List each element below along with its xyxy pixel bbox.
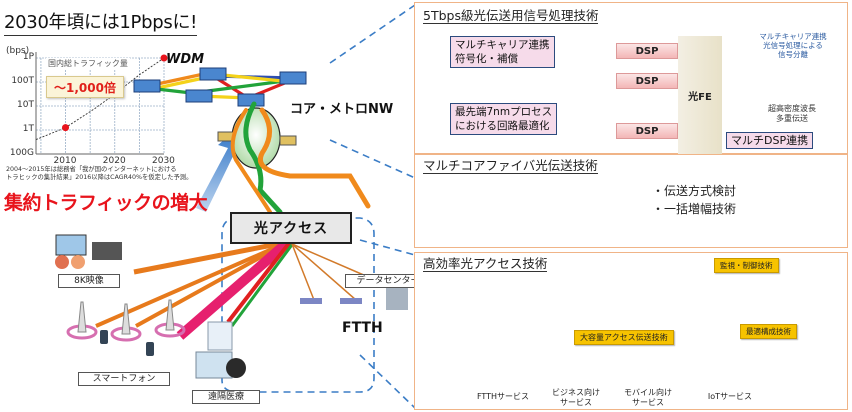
service-label: サービス xyxy=(632,398,664,407)
y-tick-label: 100T xyxy=(11,76,34,86)
caption-line: 信号分離 xyxy=(778,50,808,59)
service-label: IoTサービス xyxy=(707,392,753,401)
callout-line: における回路最適化 xyxy=(455,120,550,132)
panel-mcf-title: マルチコアファイバ光伝送技術 xyxy=(423,158,598,174)
traffic-growth-heading: 集約トラフィックの増大 xyxy=(4,192,208,214)
chart-highlight-point xyxy=(160,54,168,62)
wdm-label: WDM xyxy=(166,52,205,67)
trunk-links xyxy=(230,101,371,215)
chart-footnote: 2004～2015年は総務省「我が国のインターネットにおける トラヒックの集計結… xyxy=(6,166,192,182)
8k-video-illustration xyxy=(55,234,122,269)
bullet-item: ・一括増幅技術 xyxy=(652,202,737,216)
caption-line: 超高密度波長 xyxy=(768,104,816,113)
caption-line: マルチキャリア連携 xyxy=(759,32,827,41)
label-8k-video: 8K映像 xyxy=(58,274,120,288)
spectrum-caption-top: マルチキャリア連携 光信号処理による 信号分離 xyxy=(746,32,840,59)
bullet-item: ・伝送方式検討 xyxy=(652,184,737,198)
x-tick-label: 2010 xyxy=(53,156,77,166)
x-tick-label: 2020 xyxy=(102,156,126,166)
optical-access-box: 光アクセス xyxy=(230,212,352,244)
optical-frontend: 光FE xyxy=(678,36,722,154)
monitor-control-label: 監視・制御技術 xyxy=(714,258,779,273)
label-telemedicine: 遠隔医療 xyxy=(192,390,260,404)
core-metro-label: コア・メトロNW xyxy=(290,102,394,117)
caption-line: 多重伝送 xyxy=(776,114,808,123)
zoom-callout-lines xyxy=(221,4,416,409)
y-tick-label: 100G xyxy=(9,148,34,158)
y-axis-unit: (bps) xyxy=(6,46,30,56)
ftth-label: FTTH xyxy=(342,320,383,336)
cell-towers xyxy=(66,299,186,356)
service-label: ビジネス向け xyxy=(552,388,600,397)
wdm-nodes xyxy=(133,67,307,107)
service-label: サービス xyxy=(560,398,592,407)
y-tick-label: 10T xyxy=(17,100,34,110)
service-iot: IoTサービス xyxy=(700,392,760,402)
chart-highlight-point xyxy=(62,124,70,132)
footnote-line: 2004～2015年は総務省「我が国のインターネットにおける xyxy=(6,166,177,173)
service-label: FTTHサービス xyxy=(476,392,530,401)
telemedicine-illustration xyxy=(195,321,246,379)
high-capacity-label: 大容量アクセス伝送技術 xyxy=(574,330,674,345)
growth-multiplier-badge: ～1,000倍 xyxy=(46,76,124,98)
spectrum-caption-bottom: 超高密度波長 多重伝送 xyxy=(752,104,832,124)
label-smartphone: スマートフォン xyxy=(78,372,170,386)
panel-dsp-title: 5Tbps級光伝送用信号処理技術 xyxy=(423,8,599,24)
footnote-line: トラヒックの集計結果」2016以降はCAGR40%を仮定した予測。 xyxy=(6,174,193,181)
callout-line: 最先端7nmプロセス xyxy=(455,106,553,118)
dsp-chip-1: DSP xyxy=(616,43,678,59)
ftth-houses xyxy=(300,298,362,304)
service-mobile: モバイル向け サービス xyxy=(618,388,678,408)
caption-line: 光信号処理による xyxy=(763,41,823,50)
callout-line: 符号化・補償 xyxy=(455,53,518,65)
dsp-chip-3: DSP xyxy=(616,123,678,139)
optimal-config-label: 最適構成技術 xyxy=(740,324,797,339)
callout-multicarrier: マルチキャリア連携 符号化・補償 xyxy=(450,36,555,68)
headline: 2030年頃には1Pbpsに! xyxy=(4,8,197,36)
x-tick-label: 2030 xyxy=(152,156,175,166)
y-tick-label: 1P xyxy=(22,52,34,62)
callout-7nm: 最先端7nmプロセス における回路最適化 xyxy=(450,103,558,135)
datacenter-building xyxy=(386,288,408,310)
service-ftth: FTTHサービス xyxy=(470,392,536,402)
chart-series-line xyxy=(35,57,165,141)
panel-access-title: 高効率光アクセス技術 xyxy=(423,256,548,272)
y-tick-label: 1T xyxy=(22,124,34,134)
service-business: ビジネス向け サービス xyxy=(546,388,606,408)
panel-mcf xyxy=(414,154,848,248)
callout-line: マルチキャリア連携 xyxy=(455,39,550,51)
mcf-bullets: ・伝送方式検討 ・一括増幅技術 xyxy=(652,182,736,218)
chart-series-label: 国内総トラフィック量 xyxy=(46,58,130,69)
dsp-chip-2: DSP xyxy=(616,73,678,89)
multi-dsp-label: マルチDSP連携 xyxy=(726,132,814,149)
service-label: モバイル向け xyxy=(624,388,672,397)
